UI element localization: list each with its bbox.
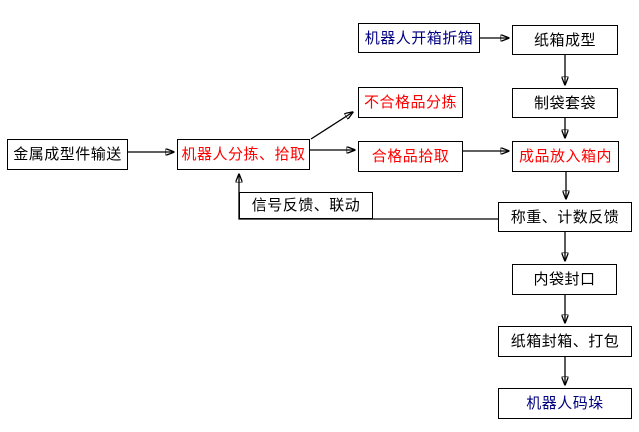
flow-node-metal-part-conveying: 金属成型件输送 bbox=[7, 139, 128, 170]
flow-node-inner-bag-sealing: 内袋封口 bbox=[512, 264, 617, 295]
flow-node-qualified-picking: 合格品拾取 bbox=[358, 141, 463, 172]
flow-node-robot-sorting-picking: 机器人分拣、拾取 bbox=[177, 139, 310, 170]
flow-node-carton-forming: 纸箱成型 bbox=[512, 25, 618, 55]
flow-node-product-into-box: 成品放入箱内 bbox=[512, 141, 619, 172]
flow-node-weighing-counting-feedback: 称重、计数反馈 bbox=[498, 202, 632, 232]
flow-node-carton-sealing-packing: 纸箱封箱、打包 bbox=[498, 326, 632, 357]
flow-node-bag-making-bagging: 制袋套袋 bbox=[512, 88, 618, 118]
flow-node-defective-sorting: 不合格品分拣 bbox=[358, 87, 463, 118]
flow-node-signal-feedback-linkage: 信号反馈、联动 bbox=[239, 192, 373, 219]
arrow-sorting-to-defective bbox=[310, 112, 353, 140]
flow-node-robot-box-opening-folding: 机器人开箱折箱 bbox=[358, 23, 480, 53]
flow-node-robot-palletizing: 机器人码垛 bbox=[498, 388, 632, 419]
